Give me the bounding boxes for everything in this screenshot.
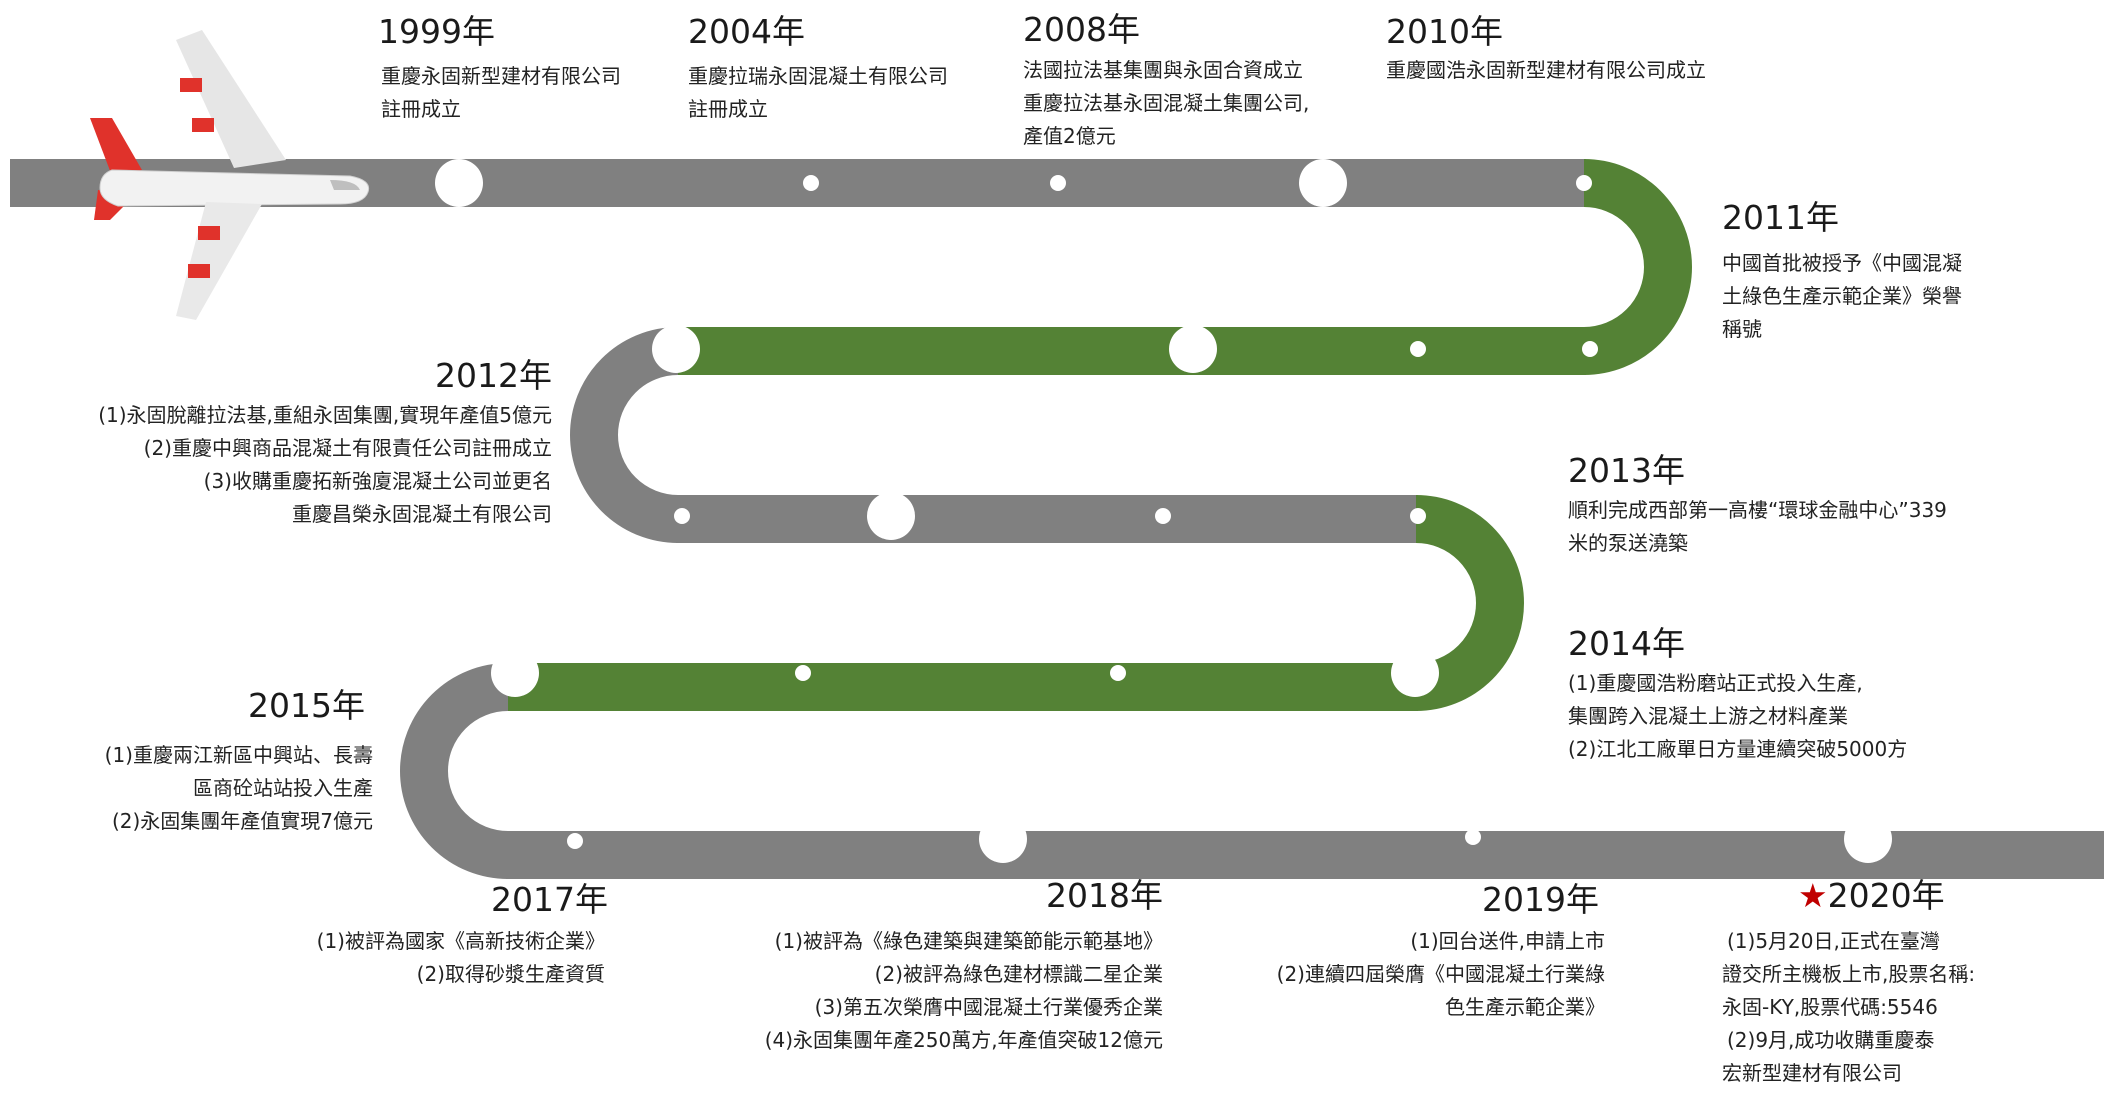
milestone-line: (2)被評為綠色建材標識二星企業 xyxy=(874,962,1163,986)
milestone-line: (1)重慶兩江新區中興站、長壽 xyxy=(104,743,373,767)
year-2020-label: 2020年 xyxy=(1827,876,1945,915)
milestone-2017-desc: (1)被評為國家《高新技術企業》 (2)取得砂漿生產資質 xyxy=(317,925,605,991)
milestone-2013-desc: 順利完成西部第一高樓“環球金融中心”339 米的泵送澆築 xyxy=(1568,494,1947,560)
year-2014: 2014年 xyxy=(1568,624,1685,663)
milestone-line: (1)永固脫離拉法基,重組永固集團,實現年產值5億元 xyxy=(98,403,552,427)
road-dot xyxy=(435,159,483,207)
road-dot xyxy=(1844,815,1892,863)
milestone-line: 集團跨入混凝土上游之材料產業 xyxy=(1568,704,1848,728)
milestone-2011-desc: 中國首批被授予《中國混凝 土綠色生產示範企業》榮譽 稱號 xyxy=(1722,247,1962,346)
road-turn-left-2 xyxy=(400,663,509,879)
milestone-line: 證交所主機板上市,股票名稱: xyxy=(1722,962,1976,986)
year-2011: 2011年 xyxy=(1722,198,1839,237)
red-star-icon: ★ xyxy=(1798,876,1828,915)
milestone-line: 法國拉法基集團與永固合資成立 xyxy=(1023,58,1303,82)
milestone-line: 重慶永固新型建材有限公司 xyxy=(381,64,621,88)
milestone-line: (2)江北工廠單日方量連續突破5000方 xyxy=(1568,737,1908,761)
road-dot xyxy=(1576,175,1592,191)
year-2004: 2004年 xyxy=(688,12,805,51)
milestone-2020-desc: (1)5月20日,正式在臺灣 證交所主機板上市,股票名稱: 永固-KY,股票代碼… xyxy=(1722,925,1975,1090)
milestone-line: 色生產示範企業》 xyxy=(1445,995,1605,1019)
milestone-line: 註冊成立 xyxy=(688,97,768,121)
year-1999: 1999年 xyxy=(378,12,495,51)
road-dot xyxy=(1391,649,1439,697)
milestone-line: (1)重慶國浩粉磨站正式投入生產, xyxy=(1568,671,1863,695)
milestone-line: (1)5月20日,正式在臺灣 xyxy=(1727,929,1940,953)
milestone-2010-desc: 重慶國浩永固新型建材有限公司成立 xyxy=(1386,54,1706,87)
milestone-line: 重慶昌榮永固混凝土有限公司 xyxy=(292,502,552,526)
year-2010: 2010年 xyxy=(1386,12,1503,51)
milestone-line: (2)9月,成功收購重慶泰 xyxy=(1727,1028,1935,1052)
road-dot xyxy=(1410,508,1426,524)
road-dot xyxy=(1155,508,1171,524)
milestone-line: 註冊成立 xyxy=(381,97,461,121)
milestone-2008-desc: 法國拉法基集團與永固合資成立 重慶拉法基永固混凝土集團公司, 產值2億元 xyxy=(1023,54,1309,153)
milestone-line: 產值2億元 xyxy=(1023,124,1116,148)
milestone-line: (2)永固集團年產值實現7億元 xyxy=(111,809,373,833)
year-2019: 2019年 xyxy=(1482,880,1599,919)
year-2012: 2012年 xyxy=(435,356,552,395)
milestone-line: (2)重慶中興商品混凝土有限責任公司註冊成立 xyxy=(143,436,552,460)
milestone-line: (1)被評為國家《高新技術企業》 xyxy=(316,929,605,953)
year-2020: ★2020年 xyxy=(1798,876,1945,916)
road-turn-right-2 xyxy=(1415,495,1524,711)
milestone-line: 中國首批被授予《中國混凝 xyxy=(1722,251,1962,275)
year-2017: 2017年 xyxy=(491,880,608,919)
milestone-line: 重慶拉法基永固混凝土集團公司, xyxy=(1023,91,1310,115)
road-dot xyxy=(1410,341,1426,357)
milestone-line: 宏新型建材有限公司 xyxy=(1722,1061,1902,1085)
milestone-2004-desc: 重慶拉瑞永固混凝土有限公司 註冊成立 xyxy=(688,60,948,126)
road-dot xyxy=(1110,665,1126,681)
milestone-2015-desc: (1)重慶兩江新區中興站、長壽 區商砼站站投入生產 (2)永固集團年產值實現7億… xyxy=(105,739,373,838)
milestone-line: (3)第五次榮膺中國混凝土行業優秀企業 xyxy=(814,995,1163,1019)
road-dot xyxy=(652,325,700,373)
road-dot xyxy=(1582,341,1598,357)
road-dot xyxy=(674,508,690,524)
milestone-line: (4)永固集團年產250萬方,年產值突破12億元 xyxy=(764,1028,1163,1052)
milestone-1999-desc: 重慶永固新型建材有限公司 註冊成立 xyxy=(381,60,621,126)
road-dot xyxy=(803,175,819,191)
road-dot xyxy=(867,492,915,540)
year-2013: 2013年 xyxy=(1568,451,1685,490)
milestone-line: (1)被評為《綠色建築與建築節能示範基地》 xyxy=(774,929,1163,953)
road-dot xyxy=(1169,325,1217,373)
milestone-line: (2)連續四屆榮膺《中國混凝土行業綠 xyxy=(1276,962,1605,986)
road-dot xyxy=(979,815,1027,863)
milestone-line: 米的泵送澆築 xyxy=(1568,531,1688,555)
road-dot xyxy=(491,649,539,697)
milestone-line: 土綠色生產示範企業》榮譽 xyxy=(1722,284,1962,308)
milestone-line: 區商砼站站投入生產 xyxy=(193,776,373,800)
milestone-line: 永固-KY,股票代碼:5546 xyxy=(1722,995,1938,1019)
milestone-line: 順利完成西部第一高樓“環球金融中心”339 xyxy=(1568,498,1947,522)
road-dot xyxy=(567,833,583,849)
road-dot xyxy=(795,665,811,681)
milestone-line: 稱號 xyxy=(1722,317,1762,341)
year-2018: 2018年 xyxy=(1046,876,1163,915)
road-turn-right-1 xyxy=(1583,159,1692,375)
year-2008: 2008年 xyxy=(1023,10,1140,49)
year-2015: 2015年 xyxy=(248,686,365,725)
milestone-2012-desc: (1)永固脫離拉法基,重組永固集團,實現年產值5億元 (2)重慶中興商品混凝土有… xyxy=(98,399,552,531)
road-dot xyxy=(1299,159,1347,207)
milestone-line: (3)收購重慶拓新強廈混凝土公司並更名 xyxy=(203,469,552,493)
milestone-2018-desc: (1)被評為《綠色建築與建築節能示範基地》 (2)被評為綠色建材標識二星企業 (… xyxy=(765,925,1163,1057)
milestone-2014-desc: (1)重慶國浩粉磨站正式投入生產, 集團跨入混凝土上游之材料產業 (2)江北工廠… xyxy=(1568,667,1907,766)
milestone-line: 重慶國浩永固新型建材有限公司成立 xyxy=(1386,58,1706,82)
milestone-line: 重慶拉瑞永固混凝土有限公司 xyxy=(688,64,948,88)
road-turn-left-1 xyxy=(570,327,679,543)
airplane-icon xyxy=(90,30,370,320)
milestone-2019-desc: (1)回台送件,申請上市 (2)連續四屆榮膺《中國混凝土行業綠 色生產示範企業》 xyxy=(1277,925,1605,1024)
road-dot xyxy=(1050,175,1066,191)
milestone-line: (2)取得砂漿生產資質 xyxy=(416,962,605,986)
road-dot xyxy=(1465,829,1481,845)
milestone-line: (1)回台送件,申請上市 xyxy=(1410,929,1605,953)
